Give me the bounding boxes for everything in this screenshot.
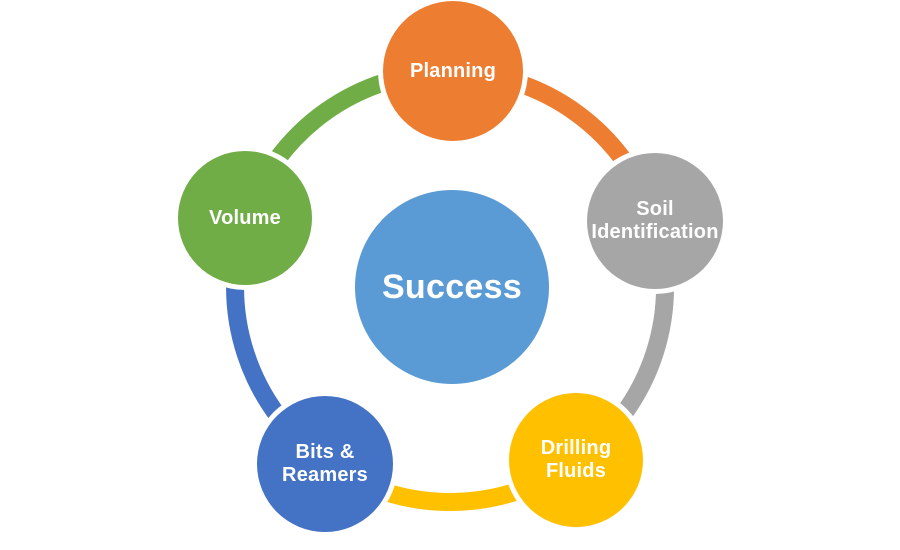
node-volume: Volume <box>178 151 312 285</box>
center-node-success-label: Success <box>381 267 523 306</box>
node-planning-label: Planning <box>409 59 497 82</box>
center-node-success: Success <box>355 190 549 384</box>
node-drilling-fluids: Drilling Fluids <box>509 393 643 527</box>
node-planning: Planning <box>383 1 523 141</box>
node-bits-reamers-label: Bits & Reamers <box>282 441 368 486</box>
node-drilling-fluids-label: Drilling Fluids <box>540 437 612 482</box>
node-soil-identification-label: Soil Identification <box>591 198 719 243</box>
node-soil-identification: Soil Identification <box>587 153 723 289</box>
node-volume-label: Volume <box>209 206 281 229</box>
node-bits-reamers: Bits & Reamers <box>257 396 393 532</box>
